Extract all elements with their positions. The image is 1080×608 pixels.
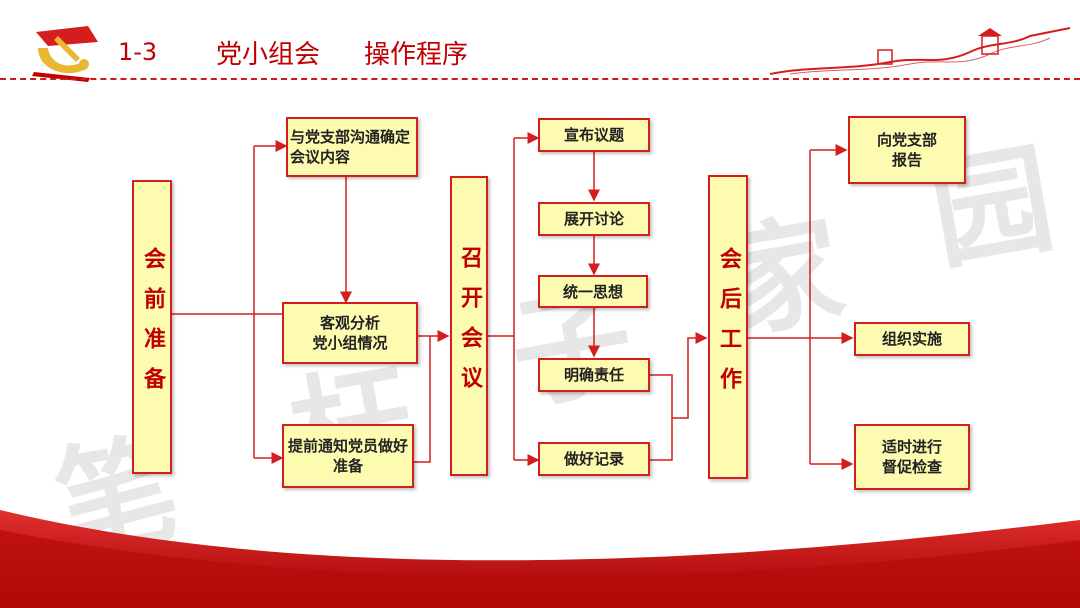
page-title: 党小组会 [216,40,321,70]
meeting-stage-box: 召开会议 [450,176,488,476]
prep-item-analyze: 客观分析 党小组情况 [282,302,418,364]
meeting-step-unify: 统一思想 [538,275,648,308]
prep-item-communicate: 与党支部沟通确定会议内容 [286,117,418,177]
great-wall-decoration [770,27,1071,75]
meeting-step-announce: 宣布议题 [538,118,650,152]
prep-item-notify: 提前通知党员做好准备 [282,424,414,488]
meeting-step-discuss: 展开讨论 [538,202,650,236]
page-subtitle: 操作程序 [364,40,469,70]
after-item-implement: 组织实施 [854,322,970,356]
meeting-step-responsibility: 明确责任 [538,358,650,392]
prep-stage-box: 会前准备 [132,180,172,474]
party-emblem-icon [32,26,98,82]
after-item-report-label: 向党支部 报告 [876,131,937,169]
bottom-red-wave [0,510,1080,608]
meeting-step-record: 做好记录 [538,442,650,476]
prep-item-analyze-label: 客观分析 党小组情况 [312,314,388,352]
header-divider [0,78,1080,80]
after-stage-box: 会后工作 [708,175,748,479]
after-item-supervise-label: 适时进行 督促检查 [881,438,942,476]
after-item-report: 向党支部 报告 [848,116,966,184]
after-item-supervise: 适时进行 督促检查 [854,424,970,490]
section-number: 1-3 [118,38,158,66]
